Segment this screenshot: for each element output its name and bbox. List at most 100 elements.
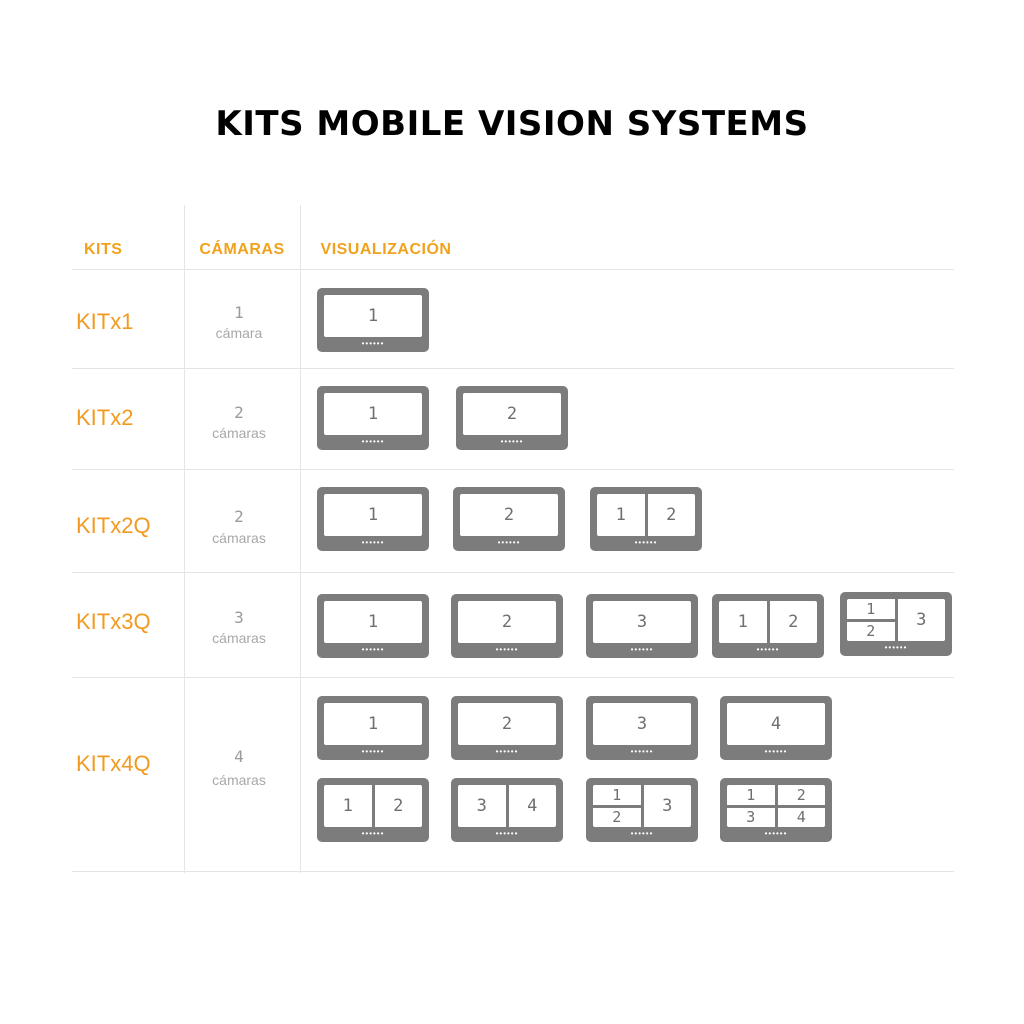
monitor-buttons: •••••• xyxy=(361,645,385,654)
monitor-screen: 2 xyxy=(463,393,561,435)
monitor-icon: 1 •••••• xyxy=(317,696,429,760)
camera-view-cell: 2 xyxy=(644,494,696,536)
camera-view-cell: 3 xyxy=(640,785,692,827)
row-divider xyxy=(72,269,954,270)
monitor-icon: 4 •••••• xyxy=(720,696,832,760)
camera-view-cell: 2 xyxy=(766,601,818,643)
row-divider xyxy=(72,368,954,369)
monitor-screen: 3 xyxy=(593,703,691,745)
camera-view-cell: 1 xyxy=(367,612,379,632)
kit-name: KITx2 xyxy=(76,405,134,430)
camera-view-cell: 2 xyxy=(506,404,518,424)
row-divider xyxy=(72,469,954,470)
monitor-screen: 3 xyxy=(593,601,691,643)
monitor-buttons: •••••• xyxy=(764,747,788,756)
camera-count: 3 xyxy=(234,608,244,627)
camera-count: 4 xyxy=(234,747,244,766)
monitor-buttons: •••••• xyxy=(495,747,519,756)
column-divider xyxy=(184,205,185,873)
monitor-icon: 2 •••••• xyxy=(451,594,563,658)
monitor-icon: 1 •••••• xyxy=(317,487,429,551)
monitor-buttons: •••••• xyxy=(630,645,654,654)
header-kits: KITS xyxy=(84,241,123,258)
camera-view-cell: 1 xyxy=(367,306,379,326)
kit-name: KITx3Q xyxy=(76,609,151,634)
kits-table: KITS CÁMARAS VISUALIZACIÓN KITx1 1 cámar… xyxy=(72,205,954,873)
camera-view-cell: 1 xyxy=(367,714,379,734)
monitor-buttons: •••••• xyxy=(634,538,658,547)
monitor-buttons: •••••• xyxy=(630,747,654,756)
camera-view-cell: 3 xyxy=(636,612,648,632)
monitor-buttons: •••••• xyxy=(495,645,519,654)
monitor-screen: 1 xyxy=(324,601,422,643)
monitor-icon: 1 •••••• xyxy=(317,288,429,352)
camera-label: cámaras xyxy=(212,630,266,646)
camera-count: 2 xyxy=(234,507,244,526)
monitor-buttons: •••••• xyxy=(764,829,788,838)
monitor-icon: 2•••••• xyxy=(451,696,563,760)
camera-label: cámaras xyxy=(212,425,266,441)
camera-view-cell: 4 xyxy=(777,804,825,828)
monitor-buttons: •••••• xyxy=(495,829,519,838)
camera-label: cámaras xyxy=(212,772,266,788)
camera-count: 2 xyxy=(234,403,244,422)
camera-view-cell: 1 xyxy=(367,505,379,525)
camera-view-cell: 1 xyxy=(342,796,353,816)
monitor-icon: 1 •••••• xyxy=(317,594,429,658)
monitor-screen: 2 xyxy=(458,601,556,643)
monitor-screen: 2 xyxy=(460,494,558,536)
camera-label: cámaras xyxy=(212,530,266,546)
monitor-buttons: •••••• xyxy=(500,437,524,446)
header-view: VISUALIZACIÓN xyxy=(320,241,452,258)
monitor-icon: 3 •••••• xyxy=(586,594,698,658)
monitor-buttons: •••••• xyxy=(497,538,521,547)
monitor-buttons: •••••• xyxy=(361,747,385,756)
monitor-buttons: •••••• xyxy=(361,538,385,547)
monitor-screen: 1 xyxy=(324,393,422,435)
monitor-buttons: •••••• xyxy=(756,645,780,654)
camera-view-cell: 1 xyxy=(615,505,626,525)
monitor-screen: 1 xyxy=(324,295,422,337)
camera-view-cell: 2 xyxy=(501,612,513,632)
camera-view-cell: 1 xyxy=(746,785,756,804)
camera-view-cell: 3 xyxy=(727,804,775,828)
monitor-icon: 2 •••••• xyxy=(453,487,565,551)
camera-view-cell: 4 xyxy=(770,714,782,734)
monitor-icon: 3 •••••• xyxy=(586,696,698,760)
camera-view-cell: 1 xyxy=(612,785,622,804)
camera-view-cell: 3 xyxy=(476,796,487,816)
header-cameras: CÁMARAS xyxy=(199,241,285,258)
camera-view-cell: 4 xyxy=(505,785,557,827)
camera-view-cell: 2 xyxy=(593,804,641,828)
camera-view-cell: 2 xyxy=(371,785,423,827)
monitor-buttons: •••••• xyxy=(884,643,908,652)
row-divider xyxy=(72,677,954,678)
monitor-screen: 1 xyxy=(324,703,422,745)
page-title: KITS MOBILE VISION SYSTEMS xyxy=(215,104,809,144)
monitor-screen: 1 xyxy=(324,494,422,536)
camera-view-cell: 2 xyxy=(796,785,806,804)
column-divider xyxy=(300,205,301,873)
row-divider xyxy=(72,572,954,573)
camera-view-cell: 2 xyxy=(503,505,515,525)
kit-name: KITx4Q xyxy=(76,751,151,776)
monitor-buttons: •••••• xyxy=(361,829,385,838)
monitor-buttons: •••••• xyxy=(361,339,385,348)
camera-view-cell: 1 xyxy=(367,404,379,424)
kit-name: KITx2Q xyxy=(76,513,151,538)
monitor-icon: 2 •••••• xyxy=(456,386,568,450)
